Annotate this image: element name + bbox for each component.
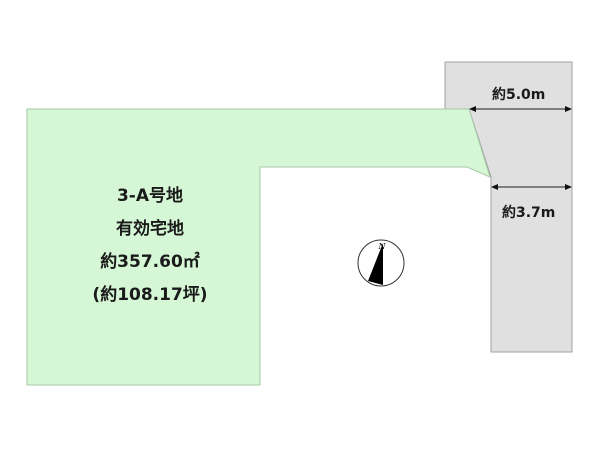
lot-area-sqm: 約357.60㎡	[100, 252, 200, 272]
north-compass-icon: N	[357, 239, 405, 287]
lot-area-tsubo: (約108.17坪)	[92, 285, 208, 305]
plot-3a	[26, 108, 491, 386]
plot-label: 3-A号地 有効宅地 約357.60㎡ (約108.17坪)	[40, 180, 260, 312]
lot-name: 3-A号地	[116, 186, 184, 206]
compass-north-label: N	[378, 242, 387, 251]
road-width-lower: 約3.7m	[502, 205, 556, 221]
dimension-arrow-lower	[491, 184, 572, 190]
road-width-top: 約5.0m	[492, 87, 546, 103]
lot-type: 有効宅地	[116, 219, 184, 239]
dimension-arrow-top	[469, 106, 572, 112]
